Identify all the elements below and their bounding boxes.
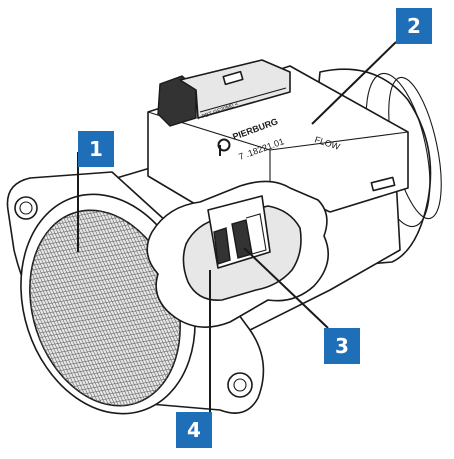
brand-logo-icon — [217, 138, 231, 156]
callout-3-label: 3 — [335, 334, 349, 358]
leader-lines — [77, 41, 397, 412]
sensor-element — [207, 195, 271, 269]
callout-1: 1 — [78, 131, 114, 167]
callout-3: 3 — [324, 328, 360, 364]
callout-1-label: 1 — [89, 137, 103, 161]
leader-line-3 — [243, 247, 329, 329]
leader-line-2 — [311, 41, 397, 125]
callout-4: 4 — [176, 412, 212, 448]
callout-2: 2 — [396, 8, 432, 44]
callout-2-label: 2 — [407, 14, 421, 38]
electrical-connector — [157, 59, 291, 127]
callout-4-label: 4 — [187, 418, 201, 442]
